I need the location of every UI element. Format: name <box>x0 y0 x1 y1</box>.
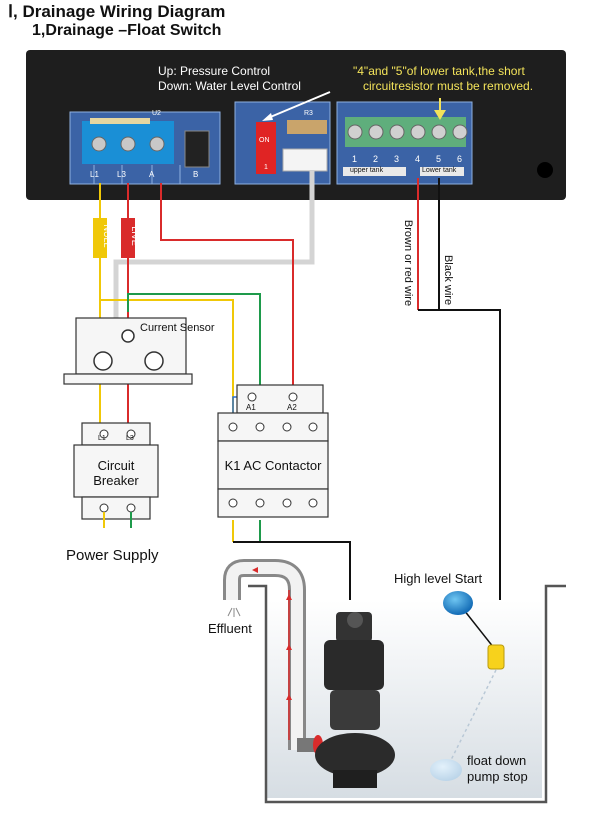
current-sensor <box>63 317 193 385</box>
contactor-a1-label: A1 <box>246 403 256 412</box>
level-terminal-2: 2 <box>373 154 379 164</box>
page-subtitle: 1,Drainage –Float Switch <box>32 22 222 39</box>
pump-stop-label: pump stop <box>467 769 528 784</box>
circuit-breaker-label-line1: Circuit <box>97 458 135 473</box>
resistor-note-line1: "4"and "5"of lower tank,the short <box>353 64 525 78</box>
low-level-float <box>430 669 497 781</box>
effluent-label: Effluent <box>208 621 252 636</box>
dip-on-label: ON <box>259 137 270 144</box>
level-terminal-3: 3 <box>394 154 400 164</box>
level-terminal-6: 6 <box>457 154 463 164</box>
null-tag-label: NULL <box>102 224 112 248</box>
contactor-label: K1 AC Contactor <box>224 458 322 473</box>
tank <box>248 584 566 804</box>
submersible-pump <box>315 612 395 788</box>
mode-down-label: Down: Water Level Control <box>158 79 301 93</box>
lower-tank-label: Lower tank <box>422 167 457 174</box>
high-level-float <box>443 591 505 670</box>
level-terminal-block <box>345 117 466 147</box>
resistor-note-line2: circuitresistor must be removed. <box>363 79 534 93</box>
mode-up-label: Up: Pressure Control <box>158 64 271 78</box>
high-level-start-label: High level Start <box>394 571 483 586</box>
live-tag-label: LIVE <box>130 226 140 246</box>
float-down-label: float down <box>467 753 527 768</box>
circuit-breaker <box>73 422 159 528</box>
level-terminal-1: 1 <box>352 154 358 164</box>
terminal-l3-label: L3 <box>117 170 126 179</box>
upper-tank-label: upper tank <box>350 167 384 174</box>
ac-contactor <box>217 384 329 518</box>
brown-red-wire-label: Brown or red wire <box>402 219 414 307</box>
level-terminal-4: 4 <box>415 154 421 164</box>
terminal-l1-label: L1 <box>90 170 99 179</box>
terminal-a-label: A <box>149 170 155 179</box>
page-title: Ⅰ, Drainage Wiring Diagram <box>8 2 226 21</box>
terminal-b-label: B <box>193 170 199 179</box>
mode-dip-switch[interactable] <box>256 122 276 174</box>
effluent-pipe <box>223 559 323 755</box>
chip-u2-label: U2 <box>152 110 161 117</box>
live-wire-tag <box>121 218 135 258</box>
power-supply-label: Power Supply <box>66 547 159 564</box>
contactor-a2-label: A2 <box>287 403 297 412</box>
level-terminal-5: 5 <box>436 154 442 164</box>
resistor-r3-label: R3 <box>304 110 313 117</box>
dip-number-label: 1 <box>264 164 268 171</box>
circuit-breaker-label-line2: Breaker <box>93 473 139 488</box>
connector-socket <box>282 148 328 172</box>
breaker-l1-label: L1 <box>98 435 106 442</box>
null-wire-tag <box>93 218 107 258</box>
current-sensor-label: Current Sensor <box>140 322 215 334</box>
breaker-l3-label: L3 <box>126 435 134 442</box>
control-panel <box>26 50 566 200</box>
black-wire-label: Black wire <box>442 254 454 306</box>
